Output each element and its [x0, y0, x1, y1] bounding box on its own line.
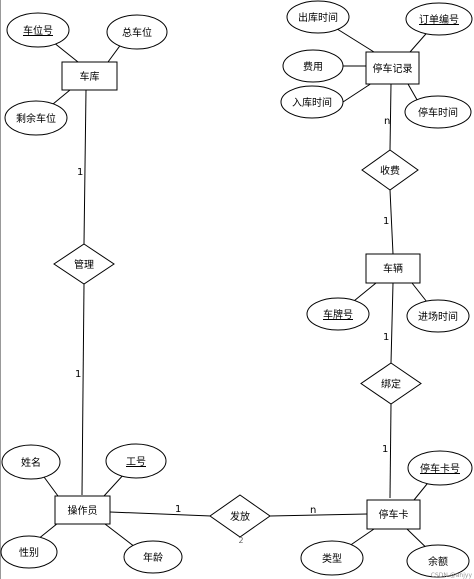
attr-parking-time: 停车时间: [404, 95, 472, 129]
entity-parking-record-label: 停车记录: [373, 62, 413, 75]
attr-work-id-label: 工号: [126, 456, 146, 468]
entity-vehicle: 车辆: [365, 253, 421, 284]
attr-fee-label: 费用: [303, 60, 323, 73]
attr-card-no: 停车卡号: [407, 450, 473, 486]
attr-parking-time-label: 停车时间: [418, 106, 458, 119]
attr-fee: 费用: [282, 49, 344, 83]
relation-manage: 管理: [53, 243, 115, 285]
stray-mark: 2: [238, 536, 243, 545]
attr-balance: 余额: [406, 544, 470, 578]
attr-arrival-time: 进场时间: [406, 299, 470, 333]
entity-parking-card: 停车卡: [366, 499, 421, 530]
attr-exit-time: 出库时间: [286, 0, 350, 34]
cardinality-vehicle-bind: 1: [383, 332, 389, 343]
entity-parking-record: 停车记录: [365, 51, 420, 85]
attr-entry-time: 入库时间: [280, 85, 344, 119]
entity-garage: 车库: [61, 61, 118, 91]
attr-gender: 性别: [0, 535, 58, 569]
attr-name: 姓名: [1, 444, 61, 480]
attr-plate-no: 车牌号: [306, 297, 370, 331]
cardinality-record-charge: n: [384, 116, 390, 127]
attr-remaining-spaces-label: 剩余车位: [16, 112, 56, 125]
attr-name-label: 姓名: [21, 456, 41, 469]
watermark: CSDN @ahjyy: [431, 572, 473, 579]
relation-charge-label: 收费: [380, 164, 400, 177]
relation-bind: 绑定: [360, 362, 422, 405]
attr-age-label: 年龄: [143, 551, 163, 564]
cardinality-garage-manage: 1: [77, 167, 83, 178]
attr-space-no: 车位号: [6, 12, 70, 48]
attr-order-no-label: 订单编号: [419, 13, 459, 26]
relation-bind-label: 绑定: [381, 378, 401, 391]
entity-parking-card-label: 停车卡: [379, 508, 409, 521]
attr-gender-label: 性别: [19, 546, 39, 559]
cardinality-charge-vehicle: 1: [383, 216, 389, 227]
relation-issue-label: 发放: [230, 510, 250, 523]
cardinality-issue-card: n: [310, 505, 316, 516]
entity-vehicle-label: 车辆: [383, 262, 403, 275]
attr-order-no: 订单编号: [405, 2, 473, 36]
attr-total-spaces: 总车位: [106, 14, 168, 50]
cardinality-bind-card: 1: [382, 444, 388, 455]
attr-plate-no-label: 车牌号: [323, 308, 353, 321]
attr-age: 年龄: [123, 540, 183, 574]
relation-charge: 收费: [361, 149, 419, 191]
attr-remaining-spaces: 剩余车位: [4, 100, 68, 136]
attr-arrival-time-label: 进场时间: [418, 310, 458, 323]
attr-type: 类型: [300, 540, 364, 576]
attr-card-no-label: 停车卡号: [420, 462, 460, 475]
entity-operator-label: 操作员: [68, 504, 98, 517]
attr-exit-time-label: 出库时间: [298, 11, 338, 24]
attr-type-label: 类型: [322, 552, 342, 565]
cardinality-manage-operator: 1: [75, 369, 81, 380]
relation-issue: 发放: [209, 494, 271, 538]
attr-balance-label: 余额: [428, 555, 448, 568]
connector-lines: [21, 16, 441, 560]
relation-manage-label: 管理: [74, 258, 94, 271]
entity-garage-label: 车库: [80, 70, 100, 83]
attr-entry-time-label: 入库时间: [292, 96, 332, 109]
attr-space-no-label: 车位号: [23, 24, 53, 37]
attr-total-spaces-label: 总车位: [122, 26, 152, 39]
cardinality-operator-issue: 1: [175, 504, 181, 515]
attr-work-id: 工号: [105, 443, 167, 479]
entity-operator: 操作员: [54, 495, 111, 525]
